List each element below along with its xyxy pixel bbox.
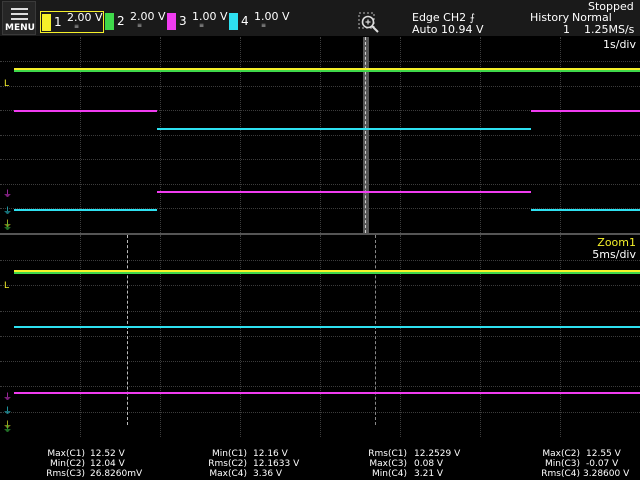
dc-coupling-icon: ≡	[199, 22, 205, 29]
meas-value: 3.21 V	[414, 469, 444, 479]
meas-value: 12.1633 V	[253, 459, 300, 469]
run-status[interactable]: Stopped	[588, 0, 634, 13]
cursor-2[interactable]	[375, 235, 376, 425]
zoom-channel-2-trace	[14, 272, 640, 274]
channel-2-volts: 2.00 V	[130, 10, 166, 23]
zoom-channel-4-ground-marker[interactable]: ⏚	[3, 407, 13, 417]
channel-4-trace-right	[531, 209, 640, 211]
channel-4-trace-left	[14, 209, 157, 211]
trigger-mode-text: Edge CH2	[412, 11, 467, 24]
meas-label: Min(C2)	[49, 459, 85, 469]
meas-value: 26.8260mV	[90, 469, 143, 479]
channel-3-ground-marker[interactable]: ⏚	[3, 190, 13, 200]
meas-value: 12.16 V	[253, 449, 288, 459]
meas-value: 12.55 V	[586, 449, 621, 459]
channel-4-badge[interactable]: 4 1.00 V ≡	[228, 10, 292, 33]
meas-value: 3.36 V	[253, 469, 283, 479]
acquisition-mode[interactable]: Normal	[572, 11, 612, 24]
zoom-timebase: 5ms/div	[592, 248, 636, 261]
history-count: 1	[563, 23, 570, 36]
channel-1-number: 1	[54, 15, 62, 29]
meas-label: Max(C2)	[542, 449, 580, 459]
zoom-magnifier-icon[interactable]	[358, 12, 382, 34]
zoom-waveform-area[interactable]: Zoom1 5ms/div L ⏚ ⏚ ⏚ ⏚	[0, 235, 640, 437]
channel-1-trace	[14, 68, 640, 70]
main-timebase: 1s/div	[603, 38, 636, 51]
zoom-channel-4-trace	[14, 326, 640, 328]
zoom-label: Zoom1	[597, 236, 636, 249]
zoom-window-marker[interactable]	[363, 37, 369, 233]
channel-3-trace-left	[14, 110, 157, 112]
channel-3-trace-right	[531, 110, 640, 112]
channel-3-volts: 1.00 V	[192, 10, 228, 23]
channel-3-trace-mid	[157, 191, 531, 193]
zoom-channel-3-trace	[14, 392, 640, 394]
menu-icon	[11, 8, 28, 10]
zoom-channel-2-ground-marker[interactable]: ⏚	[3, 425, 13, 435]
menu-label: MENU	[5, 23, 35, 33]
meas-value: 0.08 V	[414, 459, 444, 469]
meas-value: -0.07 V	[586, 459, 619, 469]
channel-1-color-chip	[42, 14, 51, 31]
channel-1-badge[interactable]: 1 2.00 V ≡	[40, 11, 104, 33]
zoom-window-center	[365, 37, 366, 233]
meas-label: Min(C4)	[371, 469, 407, 479]
meas-label: Rms(C2)	[208, 459, 247, 469]
sample-rate: 1.25MS/s	[584, 23, 635, 36]
measurement-panel: Max(C1) 12.52 V Min(C2) 12.04 V Rms(C3) …	[0, 447, 640, 480]
channel-2-color-chip	[105, 13, 114, 30]
channel-3-color-chip	[167, 13, 176, 30]
trigger-level[interactable]: Auto 10.94 V	[412, 23, 484, 36]
channel-2-trace	[14, 70, 640, 72]
main-waveform-area[interactable]: 1s/div L ⏚ ⏚ ⏚ ⏚	[0, 37, 640, 233]
dc-coupling-icon: ≡	[74, 23, 80, 30]
menu-button[interactable]: MENU	[2, 1, 36, 35]
meas-label: Rms(C4)	[541, 469, 580, 479]
channel-4-volts: 1.00 V	[254, 10, 290, 23]
meas-label: Max(C1)	[47, 449, 85, 459]
channel-2-number: 2	[117, 14, 125, 28]
channel-1-volts: 2.00 V	[67, 11, 103, 24]
rising-edge-icon: ⨍	[469, 13, 475, 24]
channel-1-ground-marker[interactable]: ⏚	[3, 220, 13, 230]
meas-value: 12.04 V	[90, 459, 125, 469]
zoom-channel-3-ground-marker[interactable]: ⏚	[3, 393, 13, 403]
meas-value: 12.52 V	[90, 449, 125, 459]
channel-2-badge[interactable]: 2 2.00 V ≡	[104, 10, 168, 33]
channel-3-number: 3	[179, 14, 187, 28]
meas-label: Rms(C3)	[46, 469, 85, 479]
meas-label: Rms(C1)	[368, 449, 407, 459]
zoom-channel-1-trace	[14, 270, 640, 272]
channel-4-ground-marker[interactable]: ⏚	[3, 207, 13, 217]
channel-4-color-chip	[229, 13, 238, 30]
channel-4-number: 4	[241, 14, 249, 28]
channel-3-badge[interactable]: 3 1.00 V ≡	[166, 10, 230, 33]
dc-coupling-icon: ≡	[261, 22, 267, 29]
meas-label: Max(C4)	[209, 469, 247, 479]
zoom-trigger-level-marker[interactable]: L	[4, 281, 10, 291]
channel-2-ground-marker[interactable]: ⏚	[3, 223, 13, 233]
menu-icon-bar	[11, 13, 28, 15]
meas-label: Min(C3)	[544, 459, 580, 469]
screen-divider	[0, 233, 640, 235]
trigger-mode[interactable]: Edge CH2 ⨍	[412, 12, 475, 25]
zoom-channel-1-ground-marker[interactable]: ⏚	[3, 421, 13, 431]
menu-icon-bar	[11, 18, 28, 20]
meas-label: Min(C1)	[211, 449, 247, 459]
meas-value: 12.2529 V	[414, 449, 461, 459]
trigger-level-marker[interactable]: L	[4, 79, 10, 89]
cursor-1[interactable]	[127, 235, 128, 425]
channel-4-trace-mid	[157, 128, 531, 130]
history-label[interactable]: History	[530, 11, 570, 24]
meas-label: Max(C3)	[369, 459, 407, 469]
meas-value: 3.28600 V	[583, 469, 630, 479]
dc-coupling-icon: ≡	[137, 22, 143, 29]
